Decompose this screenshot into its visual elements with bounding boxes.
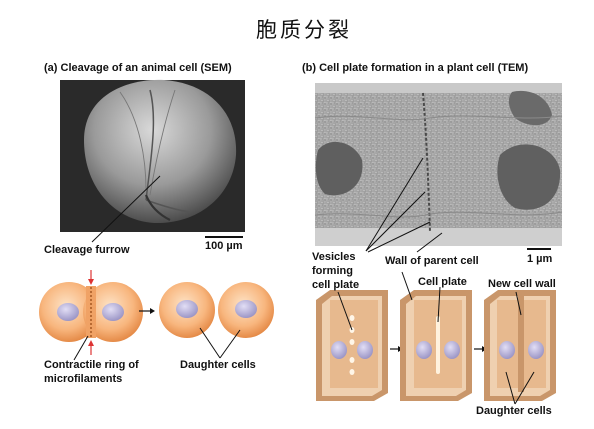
daughter-animal-cells (159, 282, 274, 338)
plant-cell-stage-3 (484, 290, 556, 401)
label-cleavage-furrow: Cleavage furrow (44, 244, 130, 256)
label-vesicles-1: Vesicles (312, 251, 356, 263)
label-cell-plate: Cell plate (418, 276, 467, 288)
dividing-animal-cell (39, 282, 143, 342)
panel-b-heading: (b) Cell plate formation in a plant cell… (302, 62, 529, 74)
label-new-cell-wall: New cell wall (488, 278, 556, 290)
label-vesicles-2: forming (312, 265, 353, 277)
scale-label-a: 100 µm (205, 240, 243, 252)
panel-a-heading: (a) Cleavage of an animal cell (SEM) (44, 62, 232, 74)
plant-cell-stage-2 (400, 290, 472, 401)
label-contractile-ring-1: Contractile ring of (44, 359, 139, 371)
tem-image-plant-cell (314, 83, 563, 246)
leader-wall-parent (416, 232, 443, 253)
plant-cell-stage-1 (316, 290, 388, 401)
page-title: 胞质分裂 (256, 18, 352, 42)
label-wall-parent-cell: Wall of parent cell (385, 255, 479, 267)
label-vesicles-3: cell plate (312, 279, 360, 291)
scale-label-b: 1 µm (527, 253, 553, 265)
leader-cleavage-furrow (91, 175, 161, 243)
label-contractile-ring-2: microfilaments (44, 373, 123, 385)
sem-image-animal-cell (60, 79, 245, 232)
leader-contractile-ring (73, 335, 89, 361)
label-daughter-cells-b: Daughter cells (476, 405, 552, 417)
label-daughter-cells-a: Daughter cells (180, 359, 256, 371)
